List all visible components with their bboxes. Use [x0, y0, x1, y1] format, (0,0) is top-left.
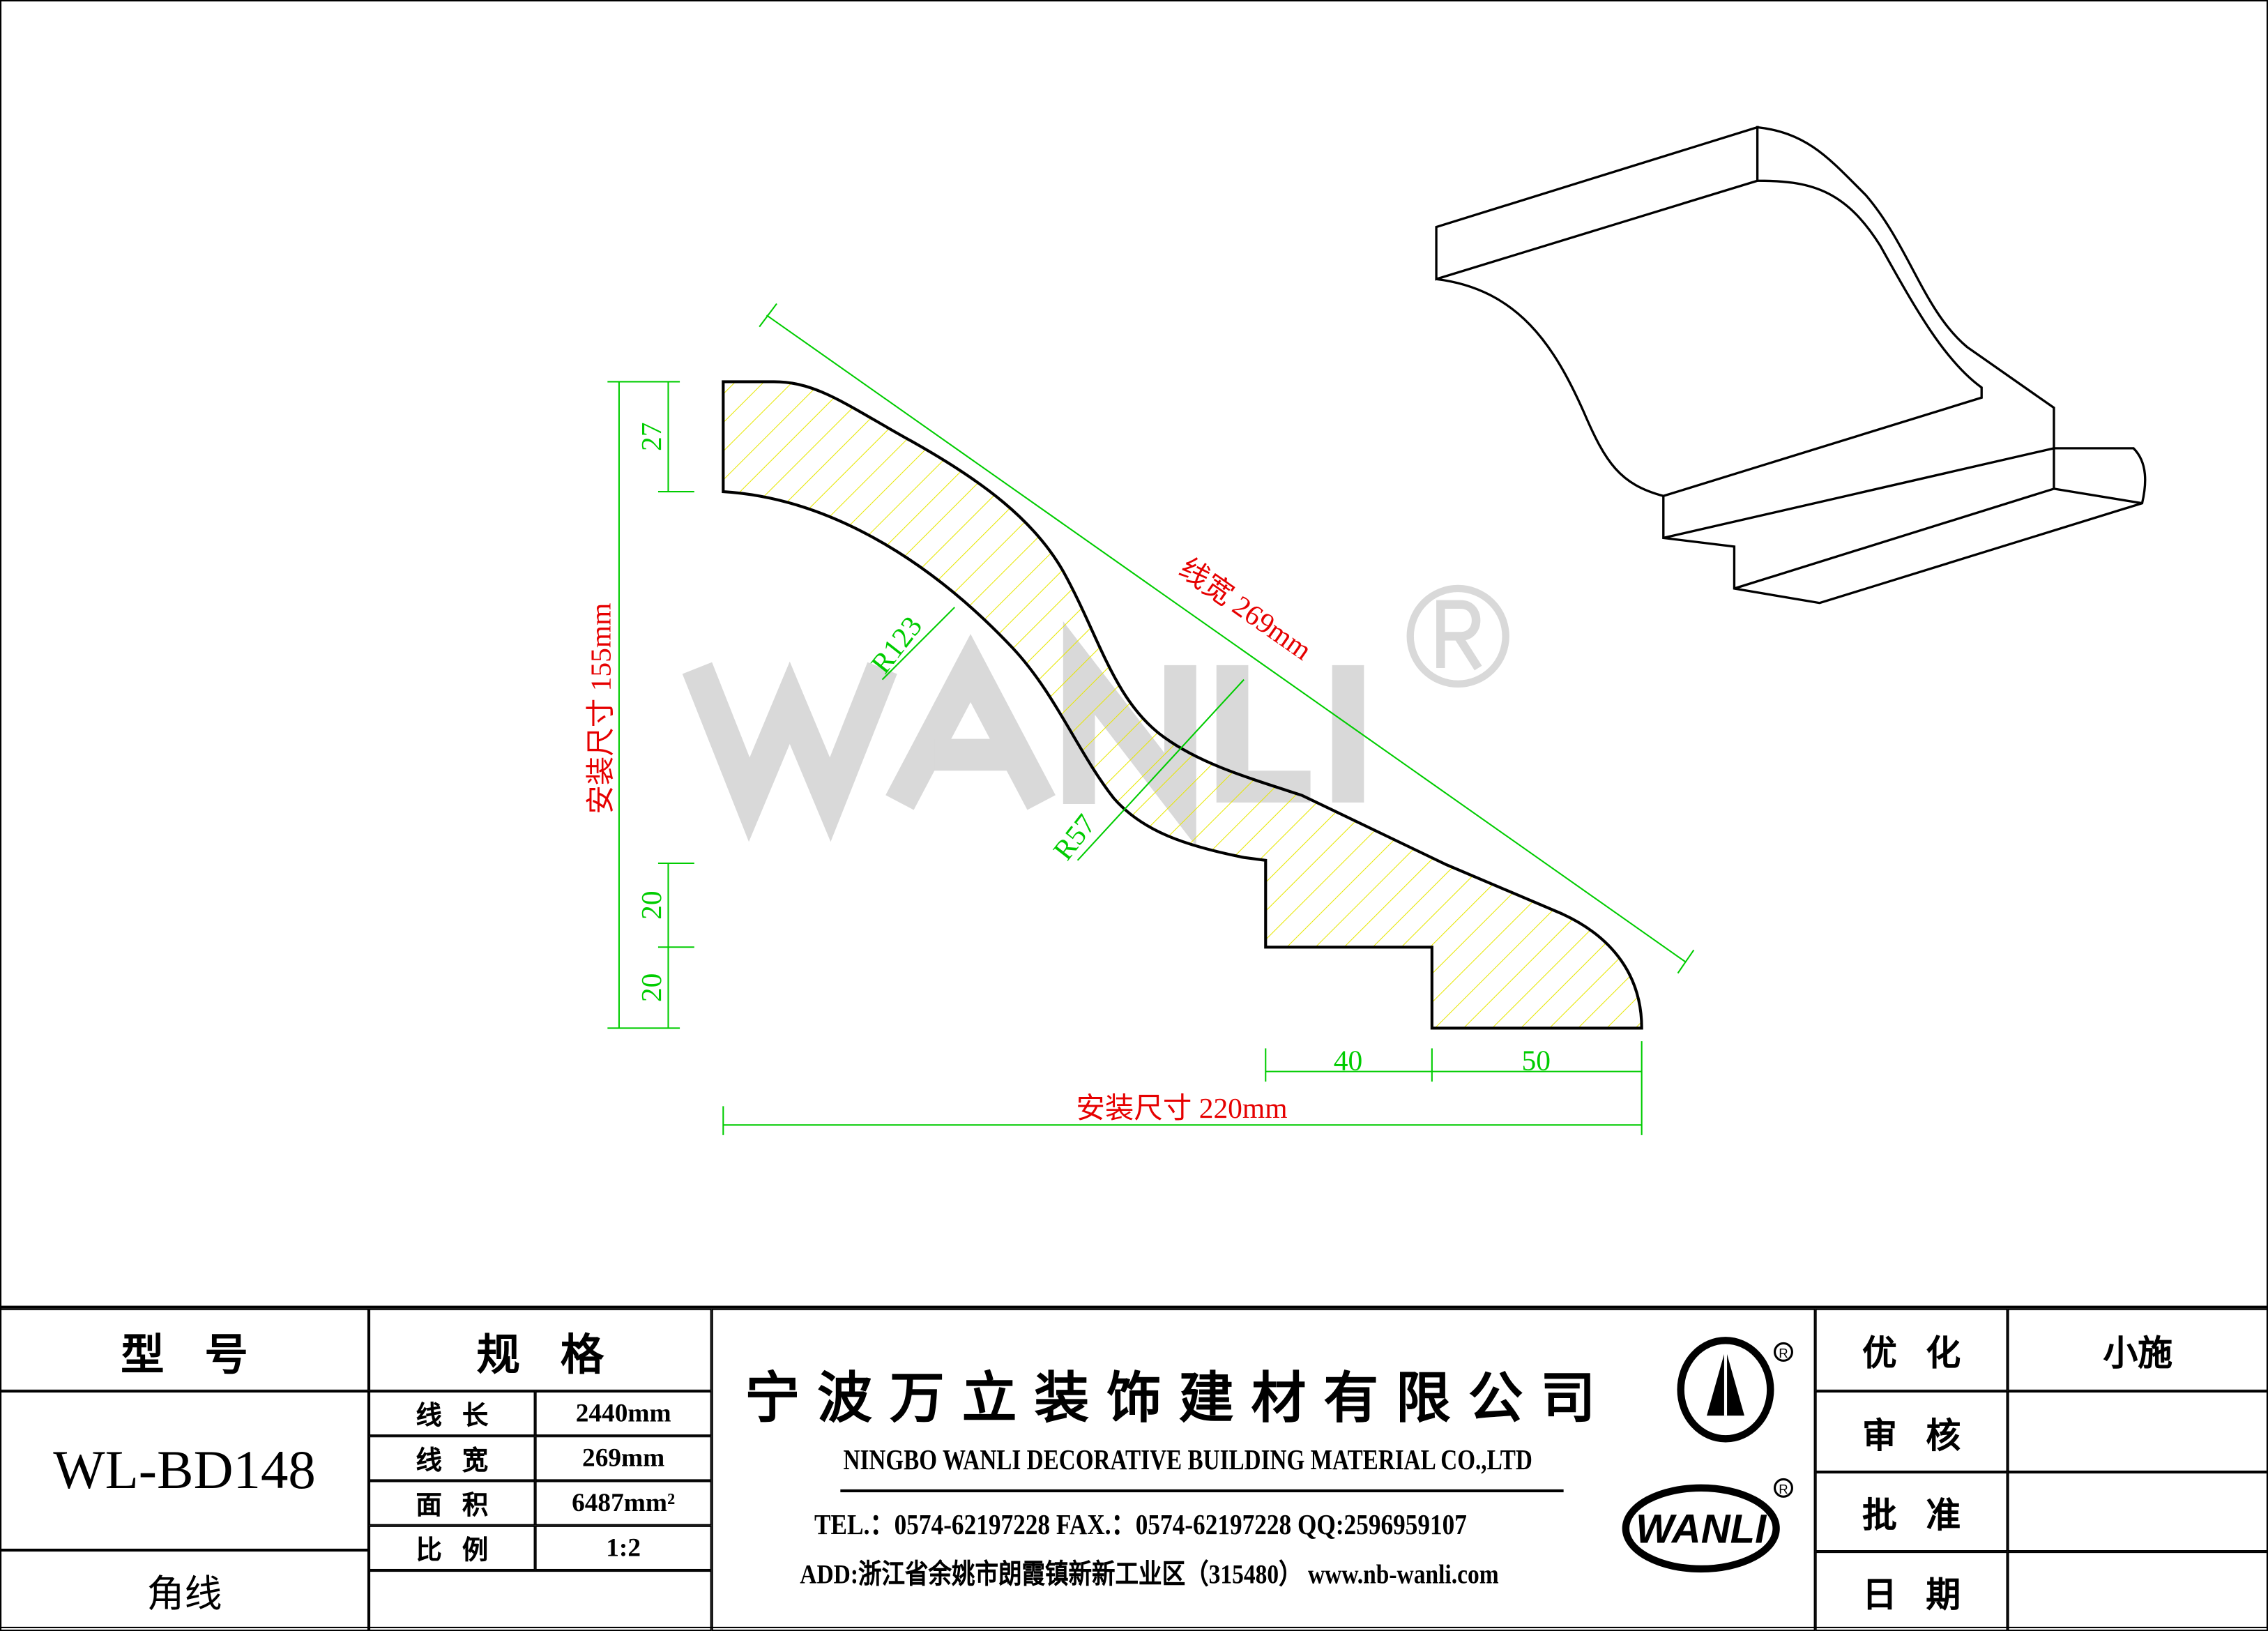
watermark-registered-icon [1406, 584, 1509, 688]
divider [840, 1489, 1564, 1493]
dim-step-lower-label: 20 [635, 973, 667, 1002]
model-number: WL-BD148 [0, 1390, 370, 1551]
spec-label: 线长 [369, 1390, 535, 1436]
model-header: 型号 [0, 1308, 370, 1391]
spec-header: 规格 [369, 1308, 712, 1391]
approval-label: 批准 [1815, 1472, 2008, 1552]
address: ADD:浙江省余姚市朗霞镇新新工业区（315480） www.nb-wanli.… [800, 1560, 1499, 1591]
profile-section [722, 380, 1643, 1030]
approval-value [2007, 1472, 2268, 1552]
approval-label: 审核 [1815, 1390, 2008, 1473]
spec-value: 269mm [535, 1436, 712, 1481]
logo-text: WANLI [1636, 1507, 1767, 1552]
wanli-logo-icon: WANLI R [1622, 1478, 1793, 1573]
approval-label: 优化 [1815, 1308, 2008, 1391]
approval-label: 日期 [1815, 1552, 2008, 1631]
company-info: 宁波万立装饰建材有限公司 NINGBO WANLI DECORATIVE BUI… [711, 1308, 1816, 1631]
spec-value: 6487mm² [535, 1480, 712, 1526]
contact-info: TEL.：0574-62197228 FAX.：0574-62197228 QQ… [814, 1509, 1467, 1542]
dim-height-label: 安装尺寸 155mm [584, 603, 616, 814]
spec-value: 2440mm [535, 1390, 712, 1436]
spec-blank [369, 1570, 712, 1631]
dim-50-label: 50 [1521, 1045, 1550, 1077]
spec-label: 线宽 [369, 1436, 535, 1481]
svg-text:R: R [1779, 1346, 1788, 1360]
dim-line-width-label: 线宽 269mm [1173, 552, 1318, 667]
approval-value [2007, 1552, 2268, 1631]
spec-label: 面积 [369, 1480, 535, 1526]
approval-value [2007, 1390, 2268, 1473]
approval-value: 小施 [2007, 1308, 2268, 1391]
dim-width-label: 安装尺寸 220mm [1076, 1092, 1287, 1124]
title-block: 型号 WL-BD148 角线 规格 线长 2440mm 线宽 269mm 面积 … [0, 1305, 2268, 1631]
dim-40-label: 40 [1334, 1045, 1362, 1077]
company-logo-icon: R [1677, 1337, 1793, 1443]
dim-top-label: 27 [635, 423, 667, 451]
radius-small-label: R57 [1047, 808, 1102, 866]
company-name-en: NINGBO WANLI DECORATIVE BUILDING MATERIA… [843, 1444, 1532, 1477]
category: 角线 [0, 1550, 370, 1631]
svg-text:R: R [1779, 1482, 1788, 1496]
spec-label: 比例 [369, 1525, 535, 1571]
profile-drawing: 安装尺寸 155mm 27 20 20 安装尺寸 220mm 40 50 线宽 … [584, 126, 2147, 1135]
spec-value: 1:2 [535, 1525, 712, 1571]
dimension-lines [607, 303, 1695, 1135]
company-name-cn: 宁波万立装饰建材有限公司 [745, 1369, 1613, 1430]
dim-step-upper-label: 20 [635, 890, 667, 919]
isometric-view [1435, 126, 2147, 605]
